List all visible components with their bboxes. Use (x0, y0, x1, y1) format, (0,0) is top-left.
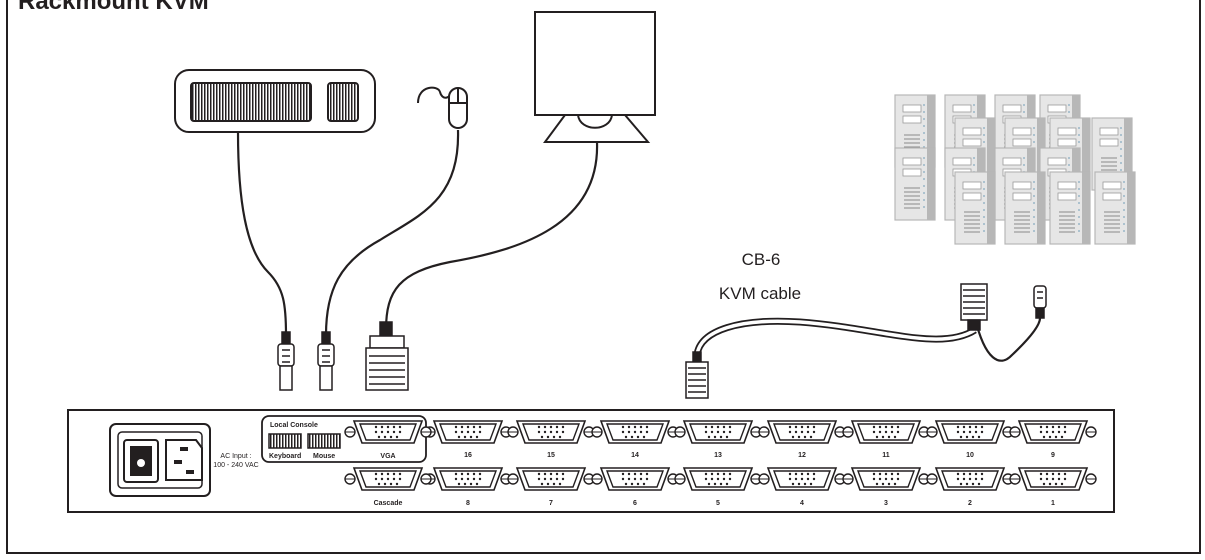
server-tower-icon (1094, 171, 1136, 245)
port-label: 3 (884, 500, 888, 507)
server-tower-icon (1004, 171, 1046, 245)
monitor-cable (384, 141, 599, 331)
keyboard-port-icon (268, 433, 302, 449)
cable-type-label: KVM cable (718, 284, 802, 303)
keyboard-cable (236, 131, 288, 336)
port-label: 16 (464, 452, 472, 459)
port-label: 14 (631, 452, 639, 459)
diagram-frame (6, 0, 1201, 554)
diagram-title: Rackmount KVM (18, 0, 209, 15)
vga-plug-icon (365, 321, 409, 391)
mouse-port-label: Mouse (313, 453, 335, 460)
mouse-usb-plug-icon (317, 331, 335, 391)
server-tower-icon (1049, 171, 1091, 245)
vga-port-3 (842, 467, 930, 491)
server-tower-icon (954, 171, 996, 245)
keyboard-usb-plug-icon (277, 331, 295, 391)
port-label: 7 (549, 500, 553, 507)
server-cluster-icon (894, 94, 1136, 245)
mouse-icon (417, 86, 468, 129)
port-label: 1 (1051, 500, 1055, 507)
keyboard-icon (174, 69, 376, 133)
vga-port-6 (591, 467, 679, 491)
ac-inlet-icon (165, 439, 203, 481)
cb6-vga-plug-icon (685, 351, 709, 399)
port-label: 13 (714, 452, 722, 459)
cascade-port (344, 467, 432, 491)
vga-port-4 (758, 467, 846, 491)
mouse-cable (324, 129, 460, 336)
vga-port-15 (507, 420, 595, 444)
vga-port-7 (507, 467, 595, 491)
port-label: 4 (800, 500, 804, 507)
cable-model-label: CB-6 (741, 250, 781, 269)
console-cables (236, 129, 1042, 362)
vga-port-10 (926, 420, 1014, 444)
server-tower-icon (894, 147, 936, 221)
keyboard-port-label: Keyboard (269, 453, 301, 460)
port-label: 15 (547, 452, 555, 459)
ac-input-label: AC Input : (220, 453, 251, 460)
local-console-label: Local Console (270, 422, 318, 429)
vga-port-5 (674, 467, 762, 491)
port-label: 12 (798, 452, 806, 459)
port-label: 2 (968, 500, 972, 507)
port-label: 9 (1051, 452, 1055, 459)
port-label: 5 (716, 500, 720, 507)
port-label: 11 (882, 452, 890, 459)
mouse-port-icon (307, 433, 341, 449)
monitor-icon (534, 11, 656, 143)
vga-port-12 (758, 420, 846, 444)
vga-port-label: VGA (380, 453, 395, 460)
ac-voltage-label: 100 - 240 VAC (213, 462, 258, 469)
port-label: 10 (966, 452, 974, 459)
console-vga-port (344, 420, 432, 444)
kvm-cable-main (693, 317, 977, 356)
vga-port-13 (674, 420, 762, 444)
kvm-rear-panel: AC Input : 100 - 240 VAC Local Console K… (67, 409, 1115, 513)
cascade-port-label: Cascade (374, 500, 403, 507)
port-label: 6 (633, 500, 637, 507)
port-label: 8 (466, 500, 470, 507)
kvm-usb-branch-cable (973, 317, 1042, 362)
cb6-vga-end-icon (960, 283, 988, 331)
vga-port-11 (842, 420, 930, 444)
vga-port-9 (1009, 420, 1097, 444)
vga-port-1 (1009, 467, 1097, 491)
cb6-usb-end-icon (1033, 285, 1047, 319)
